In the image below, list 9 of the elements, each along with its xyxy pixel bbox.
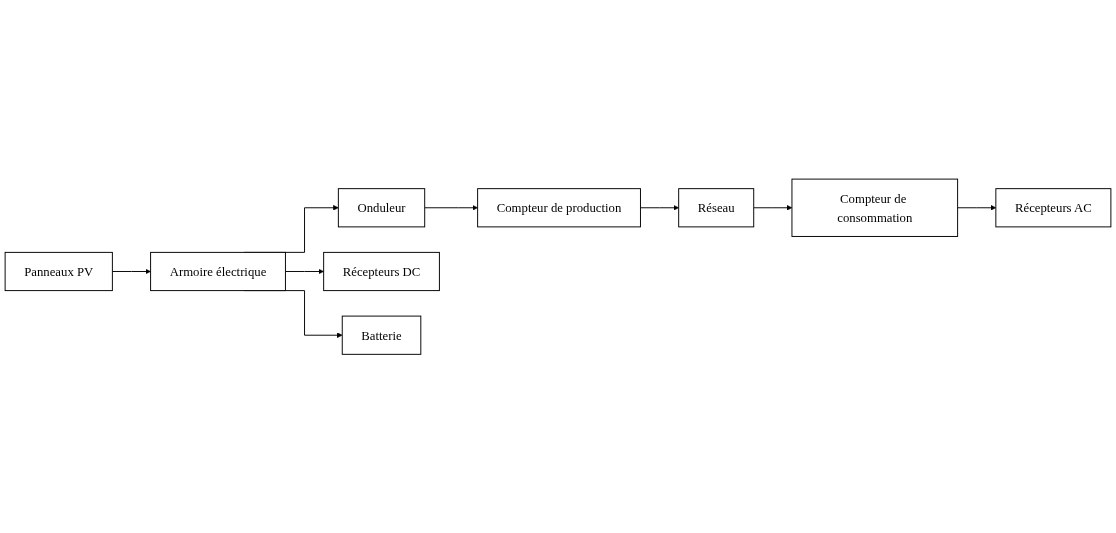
- node-box: Batterie: [341, 315, 422, 355]
- node-box: Récepteurs DC: [323, 251, 440, 291]
- node-box: Récepteurs AC: [995, 187, 1112, 228]
- node-box: Compteur de consommation: [791, 178, 959, 237]
- node-box: Panneaux PV: [4, 251, 113, 291]
- node-box: Armoire électrique: [150, 251, 286, 291]
- node-box: Onduleur: [337, 187, 426, 228]
- node-box: Réseau: [678, 187, 755, 228]
- node-box: Compteur de production: [477, 187, 641, 228]
